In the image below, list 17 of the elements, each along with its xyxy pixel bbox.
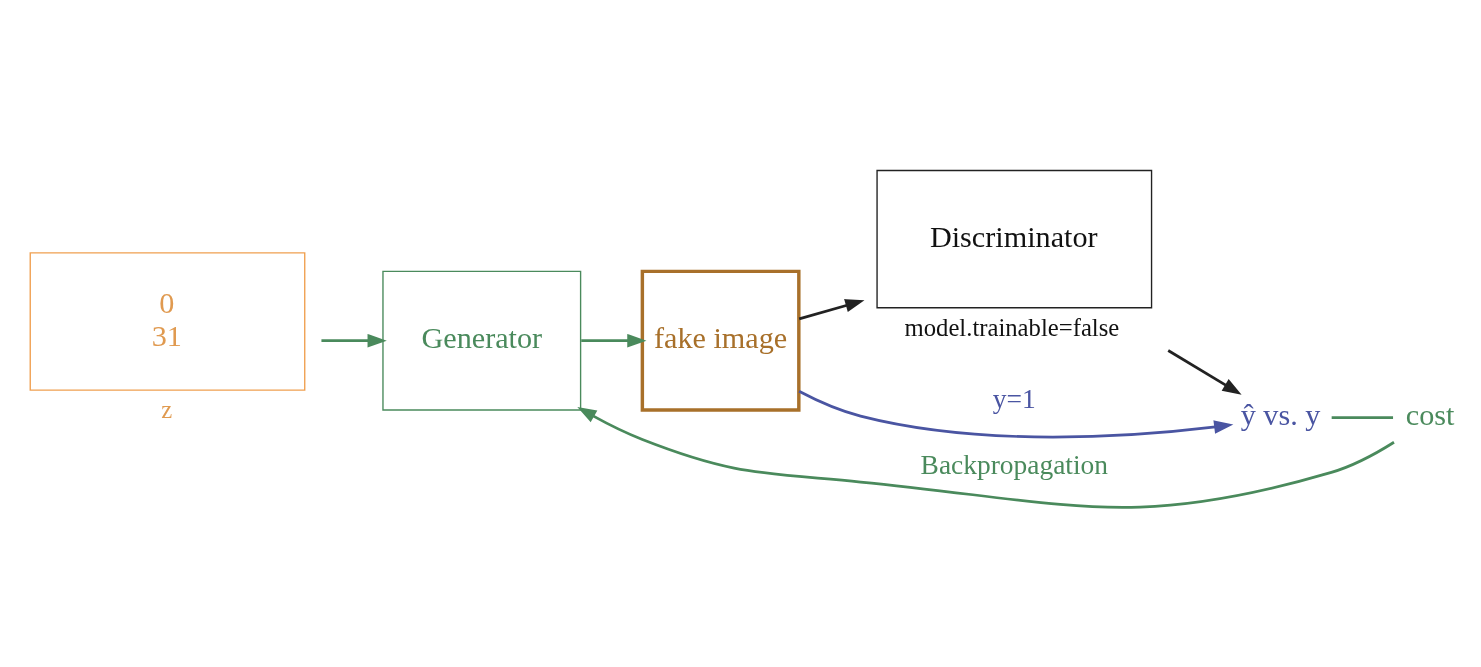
node-text: ŷ vs. y [1240, 398, 1321, 433]
arrow [321, 333, 387, 348]
edge-label: Backpropagation [920, 449, 1109, 480]
node-box: fake image [640, 269, 801, 412]
node-text: cost [1405, 398, 1455, 433]
arrow [798, 299, 865, 321]
node-label: z [161, 396, 173, 424]
edge-label: y=1 [992, 383, 1036, 414]
arrow [581, 333, 647, 348]
node-box: 0 31 [29, 252, 306, 391]
node-label: model.trainable=false [904, 313, 1120, 341]
arrow [798, 390, 1234, 439]
connector [1331, 416, 1394, 419]
node-box: Generator [382, 270, 582, 411]
node-box: Discriminator [876, 169, 1153, 309]
arrow [1167, 349, 1242, 395]
arrow [577, 406, 1395, 509]
